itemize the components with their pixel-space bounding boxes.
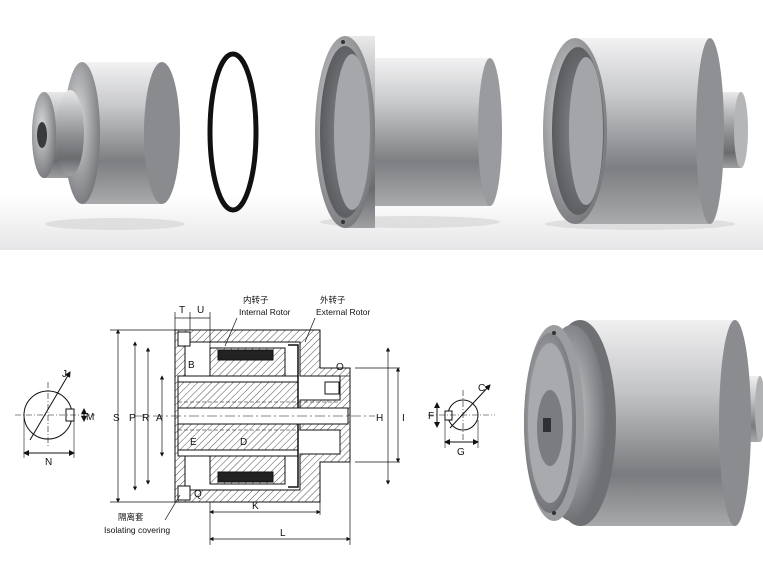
label-isolating-cn: 隔离套 (118, 512, 144, 522)
dim-o: O (336, 362, 344, 373)
label-internal-rotor-cn: 内转子 (243, 295, 269, 305)
internal-rotor-hub (32, 62, 185, 230)
dim-e: E (190, 437, 197, 448)
dim-i: I (402, 413, 405, 424)
dim-k: K (252, 501, 259, 512)
external-housing (543, 38, 748, 230)
dim-j: J (62, 369, 67, 380)
dim-u: U (197, 305, 204, 316)
dim-r: R (142, 413, 149, 424)
label-isolating-en: Isolating covering (104, 525, 170, 535)
dim-f: F (428, 411, 434, 422)
dim-p: P (129, 413, 136, 424)
dim-q: Q (194, 489, 202, 500)
dim-a: A (156, 413, 163, 424)
dim-s: S (113, 413, 120, 424)
dim-g: G (457, 447, 465, 458)
technical-drawing: J M N (0, 290, 505, 558)
exploded-parts-photo (0, 0, 763, 250)
dim-b: B (188, 360, 195, 371)
cross-section-diagram: J M N (15, 295, 495, 545)
dim-n: N (45, 457, 52, 468)
dim-m: M (86, 412, 94, 423)
assembled-coupling-photo (510, 298, 763, 550)
o-ring (207, 51, 259, 213)
label-internal-rotor-en: Internal Rotor (239, 307, 291, 317)
right-end-view (428, 384, 495, 448)
external-rotor-cup (315, 36, 502, 228)
dim-l: L (280, 528, 286, 539)
dim-d: D (240, 437, 247, 448)
assembled-coupling-illustration (510, 298, 763, 550)
dim-t: T (179, 305, 185, 316)
label-external-rotor-cn: 外转子 (320, 295, 346, 305)
dim-h: H (376, 413, 383, 424)
left-end-view (15, 371, 95, 458)
label-external-rotor-en: External Rotor (316, 307, 370, 317)
exploded-parts-illustration (0, 36, 763, 250)
dim-c: C (478, 383, 485, 394)
